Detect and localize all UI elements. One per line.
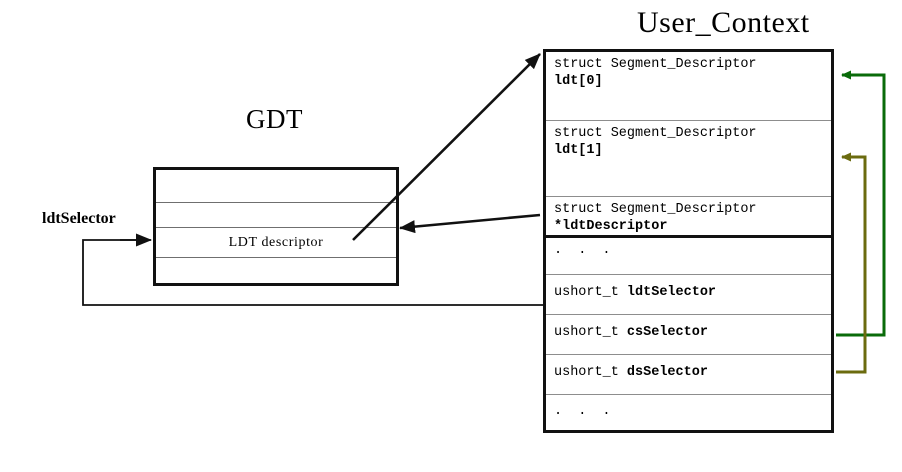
user-context-row-ds-selector: ushort_t dsSelector (546, 355, 831, 395)
ldt-descriptor-to-gdt-arrow (399, 213, 541, 234)
ellipsis-text: . . . (554, 404, 615, 419)
gdt-row (156, 170, 396, 203)
field-declaration: ushort_t dsSelector (554, 365, 831, 382)
gdt-table: LDT descriptor (153, 167, 399, 286)
gdt-title: GDT (246, 104, 303, 134)
field-type: ushort_t (554, 365, 627, 380)
ds-selector-to-ldt1-arrow (836, 152, 867, 374)
field-declaration: ushort_t ldtSelector (554, 285, 831, 302)
ldt-selector-annotation-label: ldtSelector (42, 210, 116, 227)
field-name: ldt[0] (554, 73, 603, 89)
field-name: ldt[1] (554, 142, 603, 158)
ellipsis-text: . . . (554, 243, 615, 258)
user-context-row-cs-selector: ushort_t csSelector (546, 315, 831, 355)
field-type: ushort_t (554, 285, 627, 300)
field-type: struct Segment_Descriptor (554, 57, 757, 72)
field-name: ldtSelector (626, 285, 717, 300)
user-context-row-ellipsis-upper: . . . (546, 238, 831, 275)
user-context-row-ldt-1: struct Segment_Descriptor ldt[1] (546, 121, 831, 197)
gdt-row-ldt-descriptor: LDT descriptor (156, 228, 396, 258)
cs-selector-to-ldt0-arrow (836, 70, 886, 337)
user-context-row-ldt-selector: ushort_t ldtSelector (546, 275, 831, 315)
field-type: ushort_t (554, 325, 627, 340)
gdt-row (156, 258, 396, 283)
field-declaration: ushort_t csSelector (554, 325, 831, 342)
user-context-table: struct Segment_Descriptor ldt[0] struct … (543, 49, 834, 433)
field-name: *ldtDescriptor (554, 218, 668, 234)
field-type: struct Segment_Descriptor (554, 202, 757, 217)
user-context-row-ellipsis-lower: . . . (546, 395, 831, 430)
user-context-title: User_Context (637, 6, 810, 39)
field-name: csSelector (626, 325, 708, 340)
user-context-row-ldt-0: struct Segment_Descriptor ldt[0] (546, 52, 831, 121)
field-name: dsSelector (626, 365, 708, 380)
gdt-row (156, 203, 396, 228)
gdt-row-label: LDT descriptor (228, 234, 324, 250)
user-context-row-ldt-descriptor: struct Segment_Descriptor *ldtDescriptor (546, 197, 831, 238)
field-type: struct Segment_Descriptor (554, 126, 757, 141)
